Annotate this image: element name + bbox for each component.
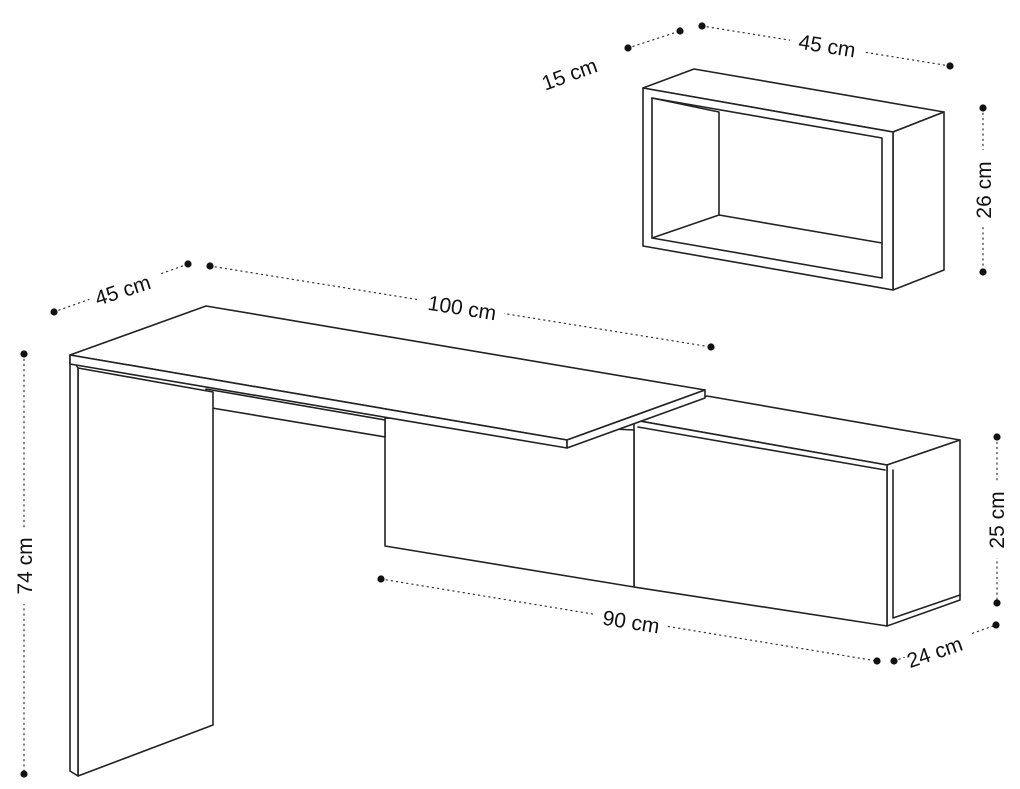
shelf-back-edges <box>651 97 883 244</box>
dim-marker <box>707 343 715 351</box>
dim-marker <box>979 104 987 112</box>
dimension-desk-height: 74 cm <box>11 350 39 778</box>
dim-marker <box>20 770 28 778</box>
dimension-shelf-height: 26 cm <box>970 104 998 276</box>
dim-marker <box>20 350 28 358</box>
dimension-cabinet-height: 25 cm <box>984 433 1012 607</box>
dim-marker <box>993 599 1001 607</box>
dimension-cabinet-depth: 24 cm <box>890 617 1000 673</box>
label-shelf-height: 26 cm <box>973 161 996 218</box>
dim-marker <box>377 575 385 583</box>
label-shelf-depth: 15 cm <box>539 54 601 95</box>
left-leg-front <box>77 367 214 777</box>
dim-marker <box>698 22 706 30</box>
cabinet-door-seam <box>637 426 961 619</box>
dim-marker <box>50 308 58 316</box>
left-leg-edge <box>69 354 79 777</box>
desk <box>69 305 961 777</box>
wall-shelf <box>642 68 945 291</box>
dim-marker <box>992 621 1000 629</box>
modesty-panel <box>384 417 635 588</box>
dim-marker <box>184 260 192 268</box>
dimension-shelf-width: 45 cm <box>698 22 954 70</box>
dim-marker <box>890 657 898 665</box>
dim-marker <box>676 27 684 35</box>
dimension-cabinet-width: 90 cm <box>377 575 881 665</box>
desk-top-right-edge <box>566 389 706 449</box>
dim-marker <box>946 62 954 70</box>
label-cabinet-height: 25 cm <box>986 491 1009 548</box>
dimension-desk-width: 100 cm <box>206 262 715 351</box>
label-desk-height: 74 cm <box>14 537 37 594</box>
dim-marker <box>206 262 214 270</box>
dim-marker <box>979 268 987 276</box>
dim-marker <box>873 657 881 665</box>
dim-marker <box>993 433 1001 441</box>
shelf-right-side <box>892 111 945 291</box>
dimension-desk-depth: 45 cm <box>50 255 192 316</box>
dim-marker <box>624 44 632 52</box>
